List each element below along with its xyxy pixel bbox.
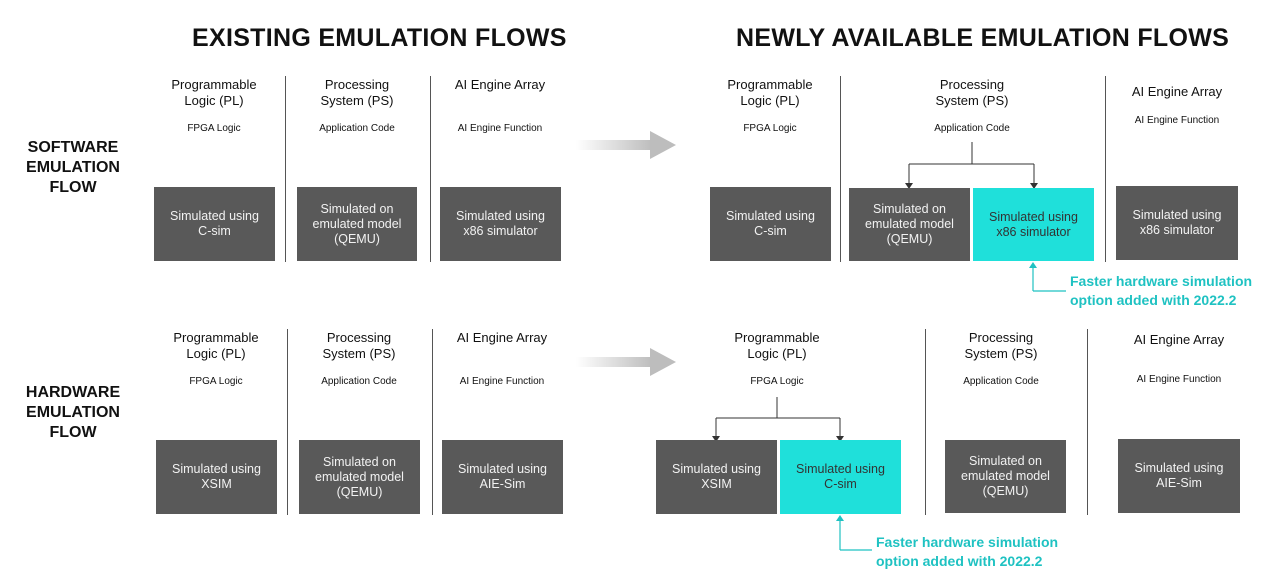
- sw-new-aie-x86-box: Simulated using x86 simulator: [1116, 186, 1238, 260]
- hw-existing-aiesim-box: Simulated using AIE-Sim: [442, 440, 563, 514]
- sw-new-ps-title: Processing System (PS): [935, 77, 1009, 108]
- software-new-option-note: Faster hardware simulation option added …: [1070, 273, 1253, 308]
- sw-new-aie-title: AI Engine Array: [1131, 84, 1223, 99]
- hw-new-xsim-box: Simulated using XSIM: [656, 440, 777, 514]
- hw-existing-qemu-box: Simulated on emulated model (QEMU): [299, 440, 420, 514]
- software-ps-split-connector: [908, 142, 1035, 184]
- sw-existing-aie-sub: AI Engine Function: [457, 123, 543, 134]
- hw-new-pl-title: Programmable Logic (PL): [734, 330, 820, 361]
- hw-existing-xsim-box: Simulated using XSIM: [156, 440, 277, 514]
- sw-existing-x86-box: Simulated using x86 simulator: [440, 187, 561, 261]
- hw-new-qemu-box: Simulated on emulated model (QEMU): [945, 440, 1066, 513]
- software-emulation-flow-label: SOFTWARE EMULATION FLOW: [26, 139, 120, 196]
- hw-new-ps-sub: Application Code: [963, 376, 1039, 387]
- sw-new-qemu-box: Simulated on emulated model (QEMU): [849, 188, 970, 261]
- hw-existing-pl-sub: FPGA Logic: [189, 376, 243, 387]
- flow-arrow-hardware: [576, 348, 676, 376]
- sw-existing-ps-title: Processing System (PS): [320, 77, 394, 108]
- column-divider: [430, 76, 431, 262]
- hw-new-aie-title: AI Engine Array: [1133, 332, 1225, 347]
- note-leader-hardware: [839, 517, 872, 551]
- hw-existing-aie-sub: AI Engine Function: [459, 376, 545, 387]
- hardware-emulation-flow-label: HARDWARE EMULATION FLOW: [25, 384, 121, 441]
- hw-existing-ps-sub: Application Code: [321, 376, 397, 387]
- sw-existing-pl-title: Programmable Logic (PL): [171, 77, 257, 108]
- hw-existing-aie-title: AI Engine Array: [456, 330, 548, 345]
- hw-new-aie-sub: AI Engine Function: [1136, 374, 1222, 385]
- existing-flows-title: EXISTING EMULATION FLOWS: [192, 24, 567, 52]
- sw-new-x86-highlight-box: Simulated using x86 simulator: [973, 188, 1094, 261]
- sw-existing-ps-sub: Application Code: [319, 123, 395, 134]
- hw-existing-pl-title: Programmable Logic (PL): [173, 330, 259, 361]
- hw-new-ps-title: Processing System (PS): [964, 330, 1038, 361]
- column-divider: [1087, 329, 1088, 515]
- sw-new-pl-title: Programmable Logic (PL): [727, 77, 813, 108]
- sw-existing-pl-sub: FPGA Logic: [187, 123, 241, 134]
- sw-existing-qemu-box: Simulated on emulated model (QEMU): [297, 187, 417, 261]
- hw-new-csim-highlight-box: Simulated using C-sim: [780, 440, 901, 514]
- hw-existing-ps-title: Processing System (PS): [322, 330, 396, 361]
- sw-new-csim-box: Simulated using C-sim: [710, 187, 831, 261]
- sw-existing-aie-title: AI Engine Array: [454, 77, 546, 92]
- note-leader-software: [1032, 264, 1066, 292]
- flow-arrow-software: [576, 131, 676, 159]
- new-flows-title: NEWLY AVAILABLE EMULATION FLOWS: [736, 24, 1230, 52]
- column-divider: [840, 76, 841, 262]
- column-divider: [925, 329, 926, 515]
- column-divider: [432, 329, 433, 515]
- hw-new-pl-sub: FPGA Logic: [750, 376, 804, 387]
- column-divider: [1105, 76, 1106, 262]
- column-divider: [287, 329, 288, 515]
- sw-new-ps-sub: Application Code: [934, 123, 1010, 134]
- hardware-new-option-note: Faster hardware simulation option added …: [876, 534, 1059, 569]
- column-divider: [285, 76, 286, 262]
- sw-new-aie-sub: AI Engine Function: [1134, 115, 1220, 126]
- sw-existing-csim-box: Simulated using C-sim: [154, 187, 275, 261]
- sw-new-pl-sub: FPGA Logic: [743, 123, 797, 134]
- hardware-pl-split-connector: [715, 397, 841, 437]
- hw-new-aiesim-box: Simulated using AIE-Sim: [1118, 439, 1240, 513]
